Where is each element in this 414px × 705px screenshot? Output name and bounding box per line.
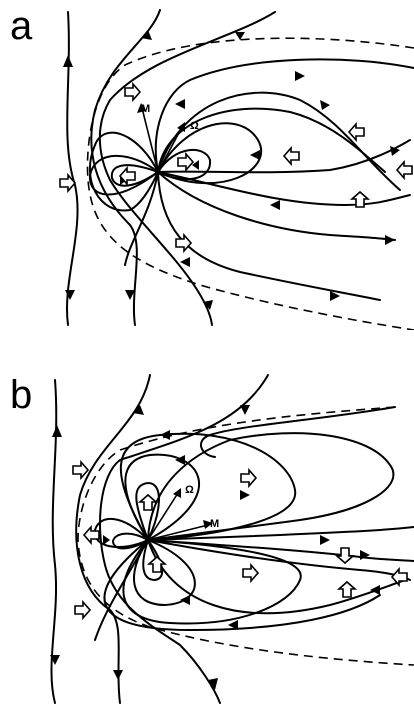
panel-a: a xyxy=(0,0,414,330)
field-direction-arrow xyxy=(160,430,170,440)
field-line xyxy=(91,10,160,325)
plasma-flow-arrow xyxy=(73,462,88,478)
field-line xyxy=(148,527,414,540)
field-direction-arrow xyxy=(385,235,395,245)
plasma-flow-arrow xyxy=(349,124,364,140)
plasma-flow-arrow xyxy=(397,162,412,178)
field-direction-arrow xyxy=(240,405,250,415)
field-direction-arrow xyxy=(180,595,190,605)
field-line-solar-wind xyxy=(51,380,56,703)
plasma-flow-arrow xyxy=(392,569,407,585)
field-direction-arrow xyxy=(52,425,62,437)
field-direction-arrow xyxy=(295,71,305,81)
field-direction-arrow xyxy=(103,535,110,545)
plasma-flow-arrow xyxy=(284,148,299,164)
field-direction-arrow xyxy=(320,100,330,110)
field-line xyxy=(158,93,400,190)
magnetosphere-diagram-a: M Ω xyxy=(0,0,414,330)
field-direction-arrow xyxy=(113,670,123,680)
plasma-flow-arrow xyxy=(241,470,256,486)
field-line xyxy=(158,172,410,205)
plasma-flow-arrow xyxy=(178,154,193,170)
field-direction-arrow xyxy=(270,200,280,210)
magnetic-moment-label: M xyxy=(141,103,150,115)
magnetosphere-diagram-b: Ω M xyxy=(0,365,414,705)
plasma-flow-arrow xyxy=(75,602,90,618)
spin-axis-label: Ω xyxy=(185,484,194,496)
plasma-flow-arrow xyxy=(125,84,140,100)
panel-b: b xyxy=(0,365,414,705)
magnetic-moment-label: M xyxy=(210,518,219,530)
field-direction-arrow xyxy=(63,55,73,67)
field-direction-arrow xyxy=(320,535,330,545)
field-direction-arrow xyxy=(180,257,190,267)
field-direction-arrow xyxy=(250,150,260,160)
planet xyxy=(155,169,161,175)
spin-axis-arrowhead xyxy=(173,488,181,498)
plasma-flow-arrow xyxy=(337,548,353,563)
field-direction-arrow xyxy=(175,99,185,109)
field-line xyxy=(95,519,148,547)
field-direction-arrow xyxy=(370,585,380,595)
field-line xyxy=(148,540,414,561)
plasma-flow-arrow xyxy=(176,235,191,251)
plasma-flow-arrow xyxy=(243,565,258,581)
field-direction-arrow xyxy=(240,490,250,500)
plasma-flow-arrow xyxy=(84,527,99,543)
spin-axis-label: Ω xyxy=(190,120,199,132)
field-line xyxy=(123,540,300,623)
planet xyxy=(145,537,151,543)
field-line xyxy=(158,123,261,183)
field-line xyxy=(148,540,410,580)
plasma-flow-arrow xyxy=(339,582,355,597)
